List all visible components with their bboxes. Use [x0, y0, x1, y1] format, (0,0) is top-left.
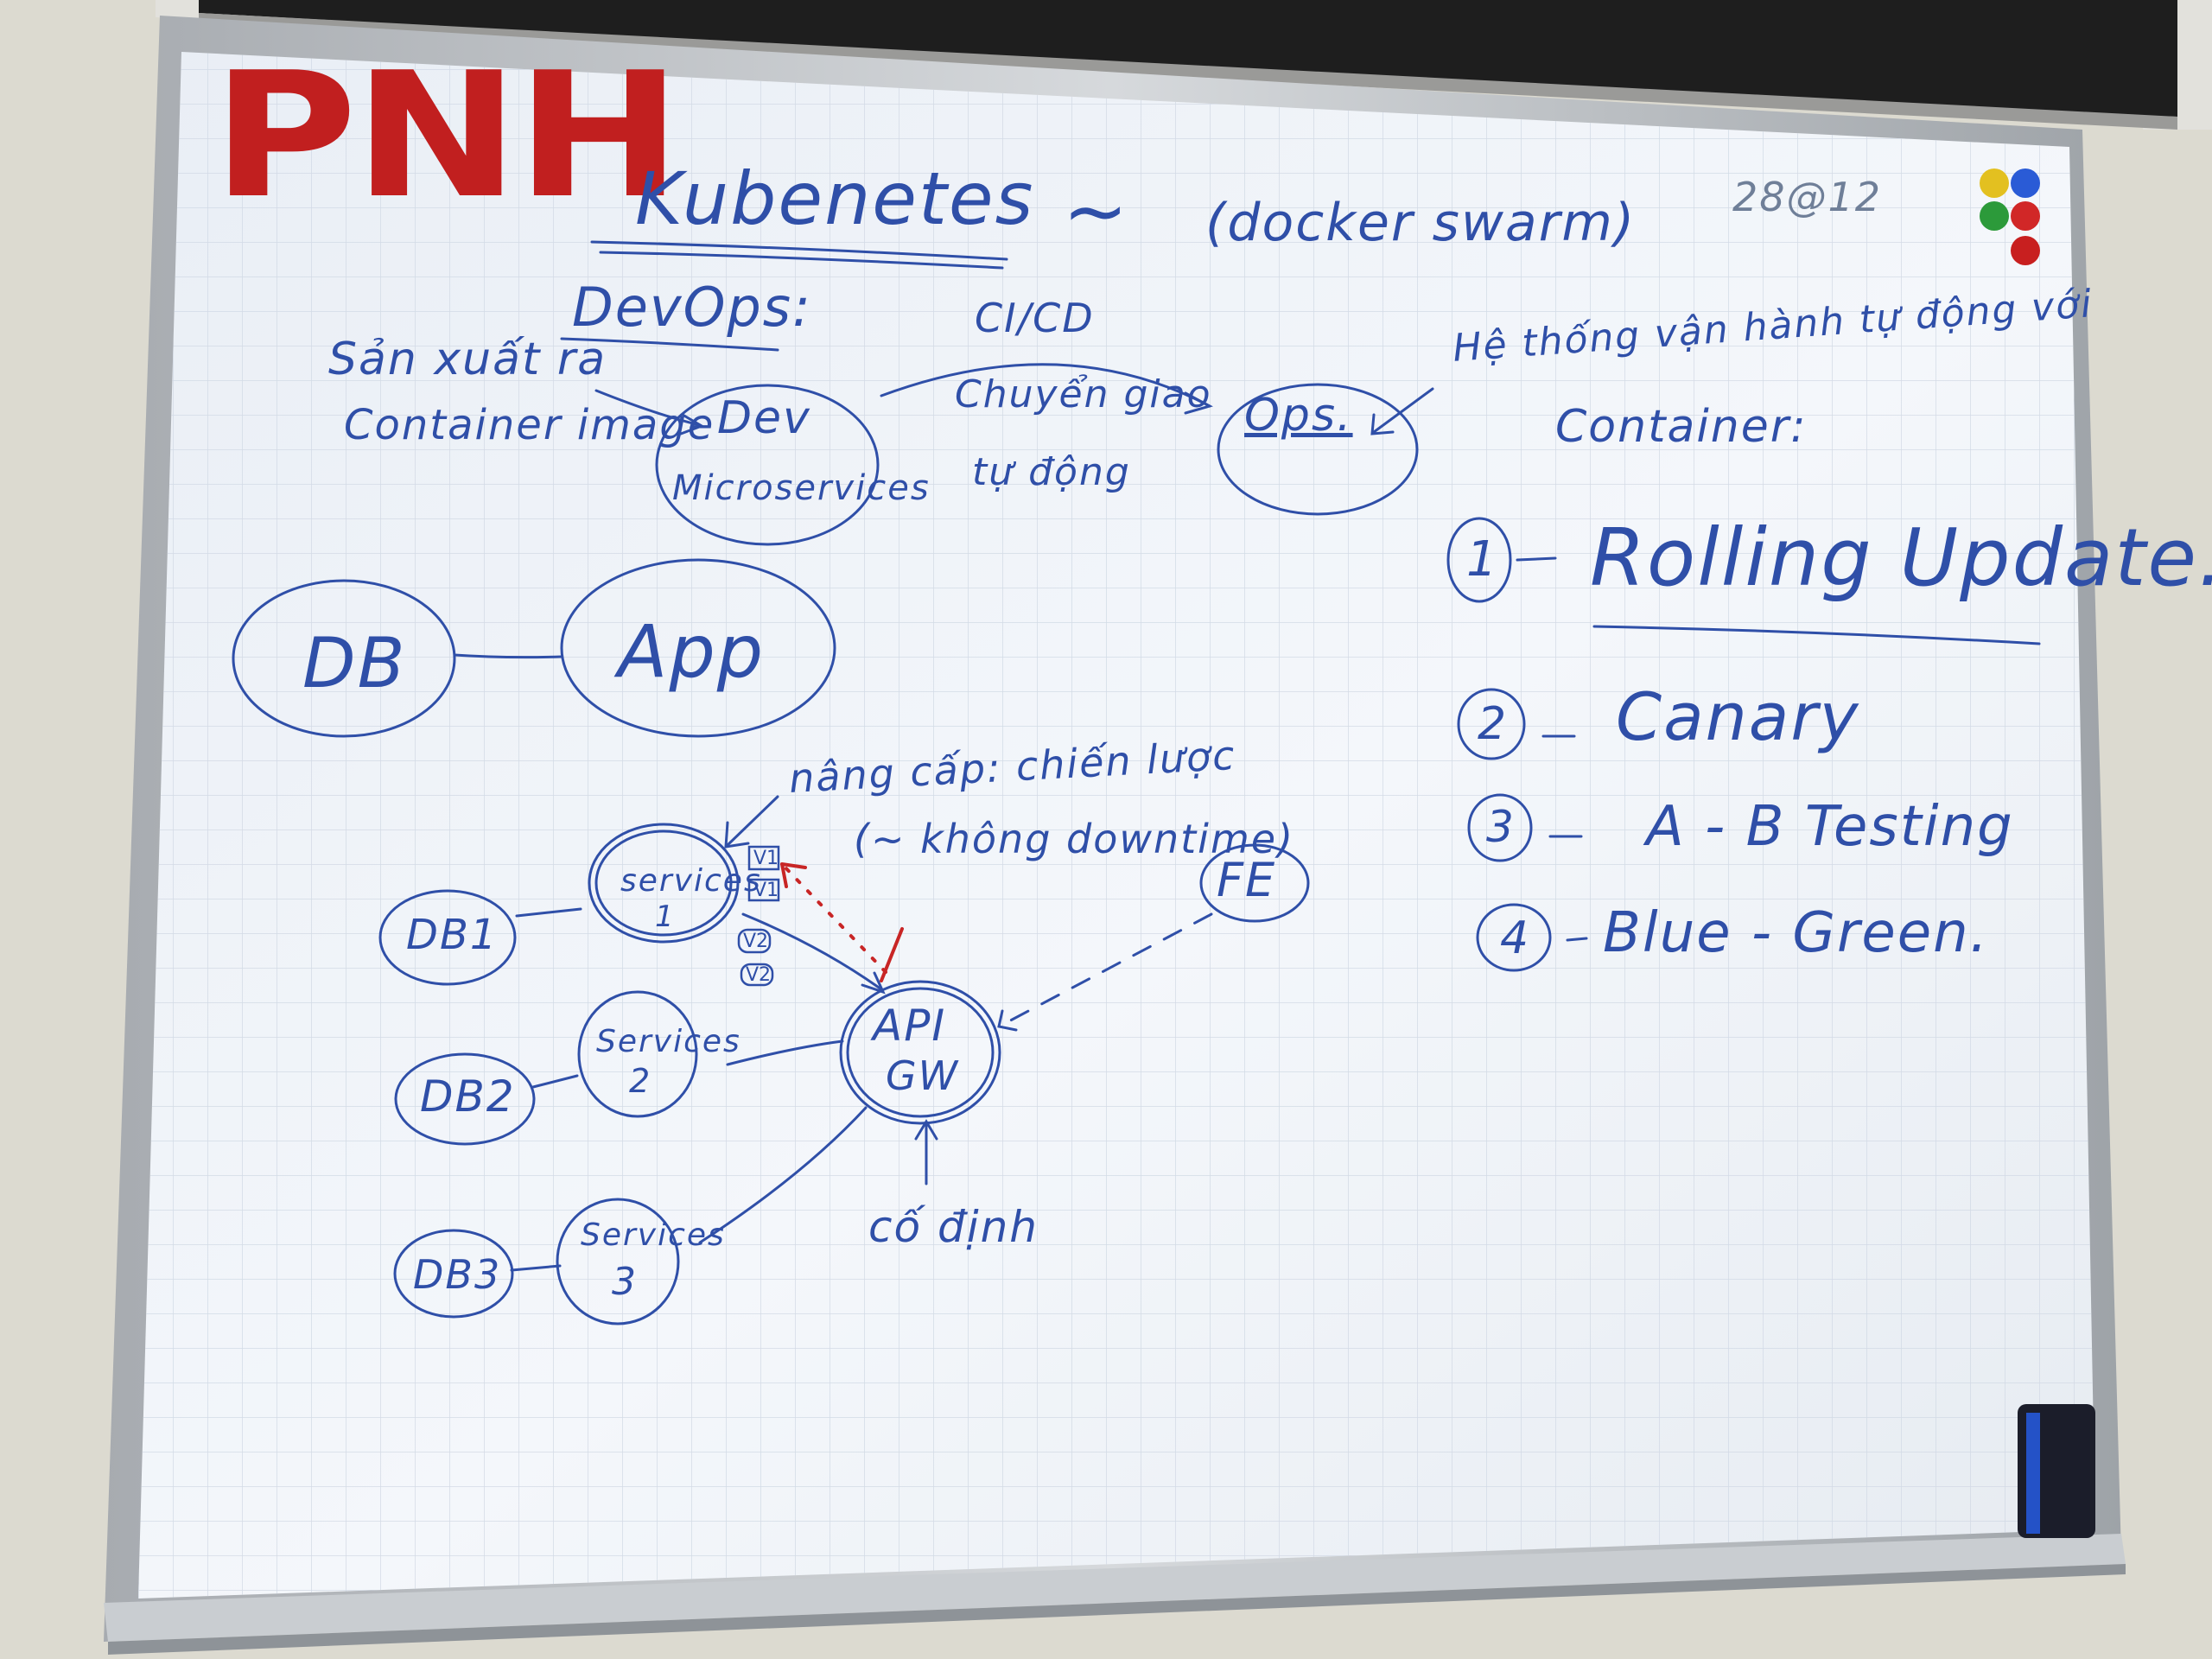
api-gw-line2: GW [886, 1052, 960, 1099]
db2-ellipse [394, 1052, 536, 1146]
services-3-line2: 3 [612, 1260, 638, 1304]
pnh-logo: PNH [212, 35, 682, 237]
produce-line2: Container image [344, 401, 715, 449]
services-1-line1: services [620, 863, 762, 899]
arrow-image-to-dev [594, 389, 702, 427]
transfer-line2: tự động [972, 450, 1131, 494]
title-tilde: ~ [1063, 166, 1130, 257]
strategy-1-label: Rolling Update. [1590, 512, 2212, 604]
dev-node-line2: Microservices [672, 468, 931, 508]
strategy-2-label: Canary [1616, 678, 1860, 755]
strategy-1-num: 1 [1466, 531, 1499, 588]
api-gw-line1: API [873, 1001, 947, 1051]
strategy-3-num: 3 [1486, 802, 1516, 852]
monolith-db: DB [302, 623, 407, 703]
title-underline [590, 240, 1008, 261]
cicd-label: CI/CD [975, 295, 1095, 341]
fe-ellipse [1199, 843, 1310, 923]
ops-node: Ops. [1244, 390, 1353, 442]
strategy-4-num: 4 [1500, 912, 1531, 964]
strategy-4-label: Blue - Green. [1603, 901, 1989, 965]
db1-label: DB1 [406, 911, 499, 959]
db3-ellipse [393, 1229, 514, 1319]
cicd-arrow [880, 363, 1211, 408]
upgrade-note-line2: (~ không downtime) [854, 816, 1295, 862]
services-2-ellipse [577, 990, 698, 1118]
red-canary-arrow [780, 862, 904, 982]
services-2-line2: 2 [629, 1062, 652, 1100]
version-tag-v2a: V2 [743, 931, 769, 952]
transfer-line1: Chuyển giao [955, 372, 1212, 416]
db2-label: DB2 [420, 1071, 516, 1122]
eraser[interactable] [2018, 1404, 2095, 1538]
projector-screen [199, 0, 2177, 117]
devops-heading: DevOps: [572, 276, 812, 339]
fixed-label: cố định [868, 1202, 1039, 1252]
version-tag-v1b: V1 [753, 880, 779, 901]
app-ellipse [560, 558, 836, 738]
strategy-2-num: 2 [1478, 698, 1509, 750]
services-3-ellipse [556, 1198, 680, 1325]
fe-label: FE [1217, 853, 1277, 907]
version-tag-v1a: V1 [753, 848, 779, 869]
services-1-ellipse [588, 823, 740, 944]
dev-ellipse [655, 384, 880, 546]
auto-system-line2: Container: [1555, 401, 1808, 453]
db1-ellipse [378, 889, 517, 986]
title-main: Kubenetes [635, 156, 1035, 241]
whiteboard [104, 16, 2126, 1655]
ops-ellipse [1217, 383, 1419, 516]
services-2-line1: Services [596, 1024, 741, 1059]
produce-line1: Sản xuất ra [328, 334, 607, 385]
dev-node-line1: Dev [717, 392, 811, 444]
services-1-line2: 1 [655, 899, 676, 934]
services-3-line1: Services [581, 1217, 726, 1253]
strategy-3-label: A - B Testing [1646, 795, 2014, 859]
title-aside: (docker swarm) [1205, 193, 1637, 253]
version-tag-v2b: V2 [746, 964, 772, 986]
date-note: 28@12 [1732, 174, 1883, 220]
marker-drawings [232, 240, 2041, 1325]
api-gw-ellipse [839, 980, 1001, 1125]
db3-label: DB3 [413, 1251, 502, 1298]
db-ellipse [232, 579, 456, 738]
monolith-app: App [618, 609, 766, 694]
magnets [1980, 168, 2040, 265]
